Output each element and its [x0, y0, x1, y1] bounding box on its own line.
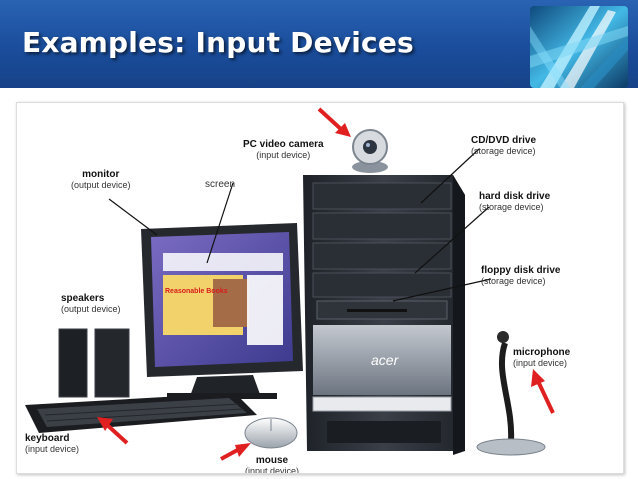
label-name: PC video camera: [243, 139, 324, 150]
computer-illustration: acer Reasonable Books: [25, 107, 555, 461]
mouse: [244, 417, 298, 449]
label-name: speakers: [61, 293, 105, 304]
label-hard-disk-drive: hard disk drive (storage device): [479, 191, 550, 213]
label-type: (output device): [61, 304, 121, 314]
label-type: (storage device): [481, 276, 546, 286]
label-monitor: monitor (output device): [71, 169, 131, 191]
label-mouse: mouse (input device): [245, 455, 300, 474]
label-name: mouse: [255, 455, 289, 466]
label-type: (output device): [71, 180, 131, 190]
computer-system-image: acer Reasonable Books: [16, 102, 624, 474]
label-microphone: microphone (input device): [513, 347, 570, 369]
slide-title: Examples: Input Devices: [22, 26, 414, 59]
label-name: keyboard: [25, 433, 70, 444]
keyboard: [25, 393, 257, 433]
label-name: floppy disk drive: [481, 265, 561, 276]
tower-pc: acer: [303, 175, 465, 455]
label-type: (input device): [245, 466, 300, 474]
red-arrows: [97, 107, 555, 461]
label-cd-dvd-drive: CD/DVD drive (storage device): [471, 135, 536, 157]
speakers: [58, 328, 130, 398]
light-burst-logo: [530, 6, 628, 88]
label-name: monitor: [82, 169, 120, 180]
brand-logo: acer: [371, 352, 400, 368]
label-type: (storage device): [471, 146, 536, 156]
monitor: Reasonable Books: [141, 223, 303, 399]
label-keyboard: keyboard (input device): [25, 433, 79, 455]
label-name: screen: [205, 179, 236, 190]
pointer-lines: [108, 148, 492, 302]
label-type: (input device): [513, 358, 568, 368]
label-floppy-disk-drive: floppy disk drive (storage device): [481, 265, 560, 287]
microphone: [476, 331, 546, 456]
label-name: hard disk drive: [479, 191, 551, 202]
label-type: (input device): [256, 150, 311, 160]
label-type: (storage device): [479, 202, 544, 212]
video-camera: [352, 129, 388, 173]
label-pc-video-camera: PC video camera (input device): [243, 139, 324, 161]
screen-banner: Reasonable Books: [165, 288, 228, 295]
label-type: (input device): [25, 444, 80, 454]
title-bar: Examples: Input Devices: [0, 0, 638, 88]
label-name: CD/DVD drive: [471, 135, 537, 146]
label-name: microphone: [513, 347, 571, 358]
label-speakers: speakers (output device): [61, 293, 121, 315]
label-screen: screen: [205, 179, 235, 190]
